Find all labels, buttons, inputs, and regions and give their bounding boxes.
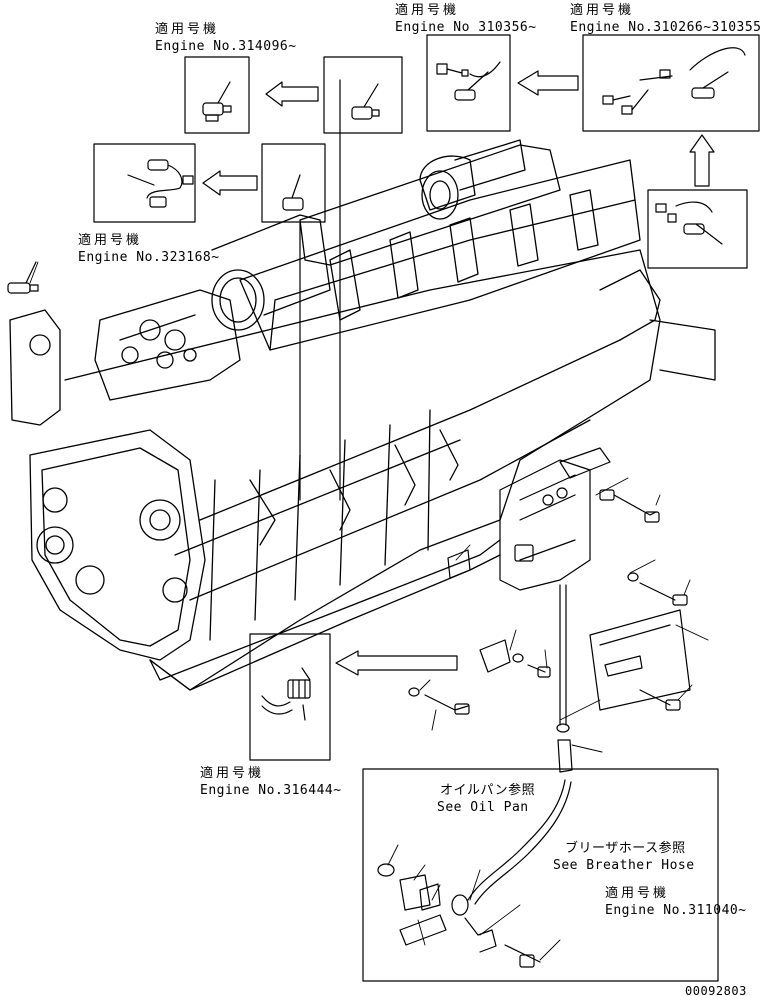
engine-number-310266: Engine No.310266~310355 — [570, 20, 762, 35]
applicable-label-323168: 適用号機 — [78, 233, 143, 248]
applicable-label-310356: 適用号機 — [395, 3, 460, 18]
applicable-label-316444: 適用号機 — [200, 766, 265, 781]
inset-box-oil-pipe — [362, 768, 719, 982]
sensor-part-original-b — [282, 174, 304, 501]
inset-box-original-b — [261, 143, 326, 223]
sensor-part-314096 — [202, 81, 232, 122]
leader-lines — [29, 261, 709, 961]
arrow-left-2 — [202, 170, 258, 196]
ecu-cover-plate — [589, 609, 691, 711]
bolt-1 — [599, 489, 660, 523]
drawing-number: 00092803 — [685, 984, 747, 996]
inset-box-323168 — [93, 143, 196, 223]
breather-hose-ref-jp: ブリーザホース参照 — [565, 841, 686, 856]
loose-sensor-left — [7, 261, 39, 294]
applicable-label-310266: 適用号機 — [570, 3, 635, 18]
engine-number-310356: Engine No 310356~ — [395, 20, 537, 35]
oil-line-vertical — [556, 584, 573, 773]
inset-box-316444 — [249, 633, 331, 761]
inset-box-original-a — [323, 56, 403, 134]
oil-pan-ref-jp: オイルパン参照 — [440, 783, 536, 798]
inset-box-sensor-detail — [647, 189, 748, 269]
breather-hose-ref-en: See Breather Hose — [553, 858, 695, 873]
inset-box-314096 — [184, 56, 250, 134]
arrow-up-1 — [689, 134, 715, 187]
oil-filter-bracket — [499, 447, 611, 591]
engine-number-311040: Engine No.311040~ — [605, 903, 747, 918]
engine-number-314096: Engine No.314096~ — [155, 39, 297, 54]
sensor-part-323168 — [127, 159, 194, 208]
inset-box-310356 — [426, 34, 511, 132]
oil-pipe-clamp — [451, 894, 497, 953]
spacer-tube — [447, 549, 471, 579]
inset-box-310266 — [582, 34, 760, 132]
arrow-left-3 — [517, 70, 579, 96]
bolt-3 — [639, 689, 681, 711]
oil-pan-ref-en: See Oil Pan — [437, 800, 529, 815]
applicable-label-311040: 適用号機 — [605, 886, 670, 901]
arrow-left-1 — [265, 81, 319, 107]
sensor-part-310266 — [602, 47, 746, 115]
connector-part-316444 — [261, 667, 311, 721]
sensor-part-original-a — [339, 79, 380, 501]
arrow-left-4 — [335, 650, 458, 676]
applicable-label-314096: 適用号機 — [155, 22, 220, 37]
engine-number-323168: Engine No.323168~ — [78, 250, 220, 265]
engine-block-body — [9, 139, 716, 691]
bolt-2 — [627, 572, 688, 606]
engine-number-316444: Engine No.316444~ — [200, 783, 342, 798]
long-bolt-lower — [408, 687, 470, 715]
sensor-part-310356 — [436, 61, 501, 101]
oil-pipe — [467, 779, 572, 905]
sensor-part-detail — [655, 201, 723, 245]
sensor-mount — [479, 639, 551, 678]
